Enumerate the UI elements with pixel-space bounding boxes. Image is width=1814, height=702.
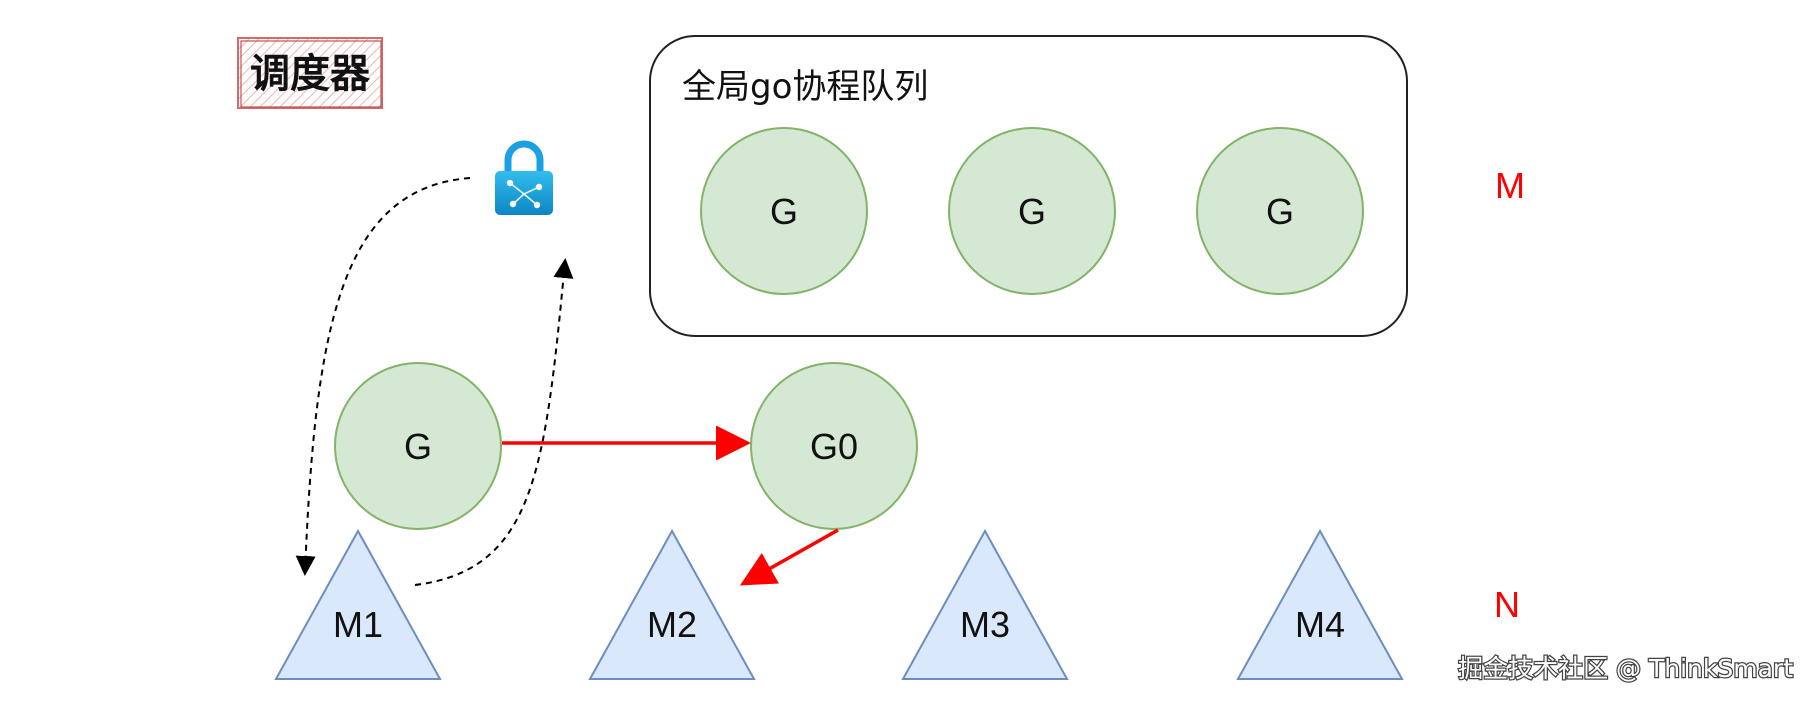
queued-goroutine: G xyxy=(1196,127,1364,295)
queued-goroutine-label: G xyxy=(1266,191,1294,232)
side-label-n: N xyxy=(1494,584,1520,625)
thread-label: M4 xyxy=(1295,604,1345,645)
release-lock-arrow xyxy=(414,258,574,586)
thread-m1: M1 xyxy=(274,528,442,680)
thread-m3: M3 xyxy=(901,528,1069,680)
global-queue-container: 全局go协程队列 G G G xyxy=(649,35,1408,337)
g0-label: G0 xyxy=(810,426,858,467)
queued-goroutine: G xyxy=(700,127,868,295)
g0-goroutine: G0 xyxy=(750,362,918,530)
scheduler-label-box: 调度器 xyxy=(237,37,383,109)
queued-goroutine-label: G xyxy=(1018,191,1046,232)
thread-label: M3 xyxy=(960,604,1010,645)
global-queue-title: 全局go协程队列 xyxy=(682,67,928,107)
g0-to-m2-arrow xyxy=(739,528,839,586)
running-goroutine: G xyxy=(334,362,502,530)
side-label-m: M xyxy=(1495,165,1525,206)
thread-m2: M2 xyxy=(588,528,756,680)
queued-goroutine-label: G xyxy=(770,191,798,232)
acquire-lock-arrow xyxy=(295,177,471,576)
thread-label: M1 xyxy=(333,604,383,645)
watermark: 掘金技术社区 @ ThinkSmart xyxy=(1458,654,1793,683)
scheduler-label: 调度器 xyxy=(250,51,371,97)
queued-goroutine: G xyxy=(948,127,1116,295)
thread-m4: M4 xyxy=(1236,528,1404,680)
lock-icon xyxy=(495,140,553,215)
running-goroutine-label: G xyxy=(404,426,432,467)
thread-label: M2 xyxy=(647,604,697,645)
